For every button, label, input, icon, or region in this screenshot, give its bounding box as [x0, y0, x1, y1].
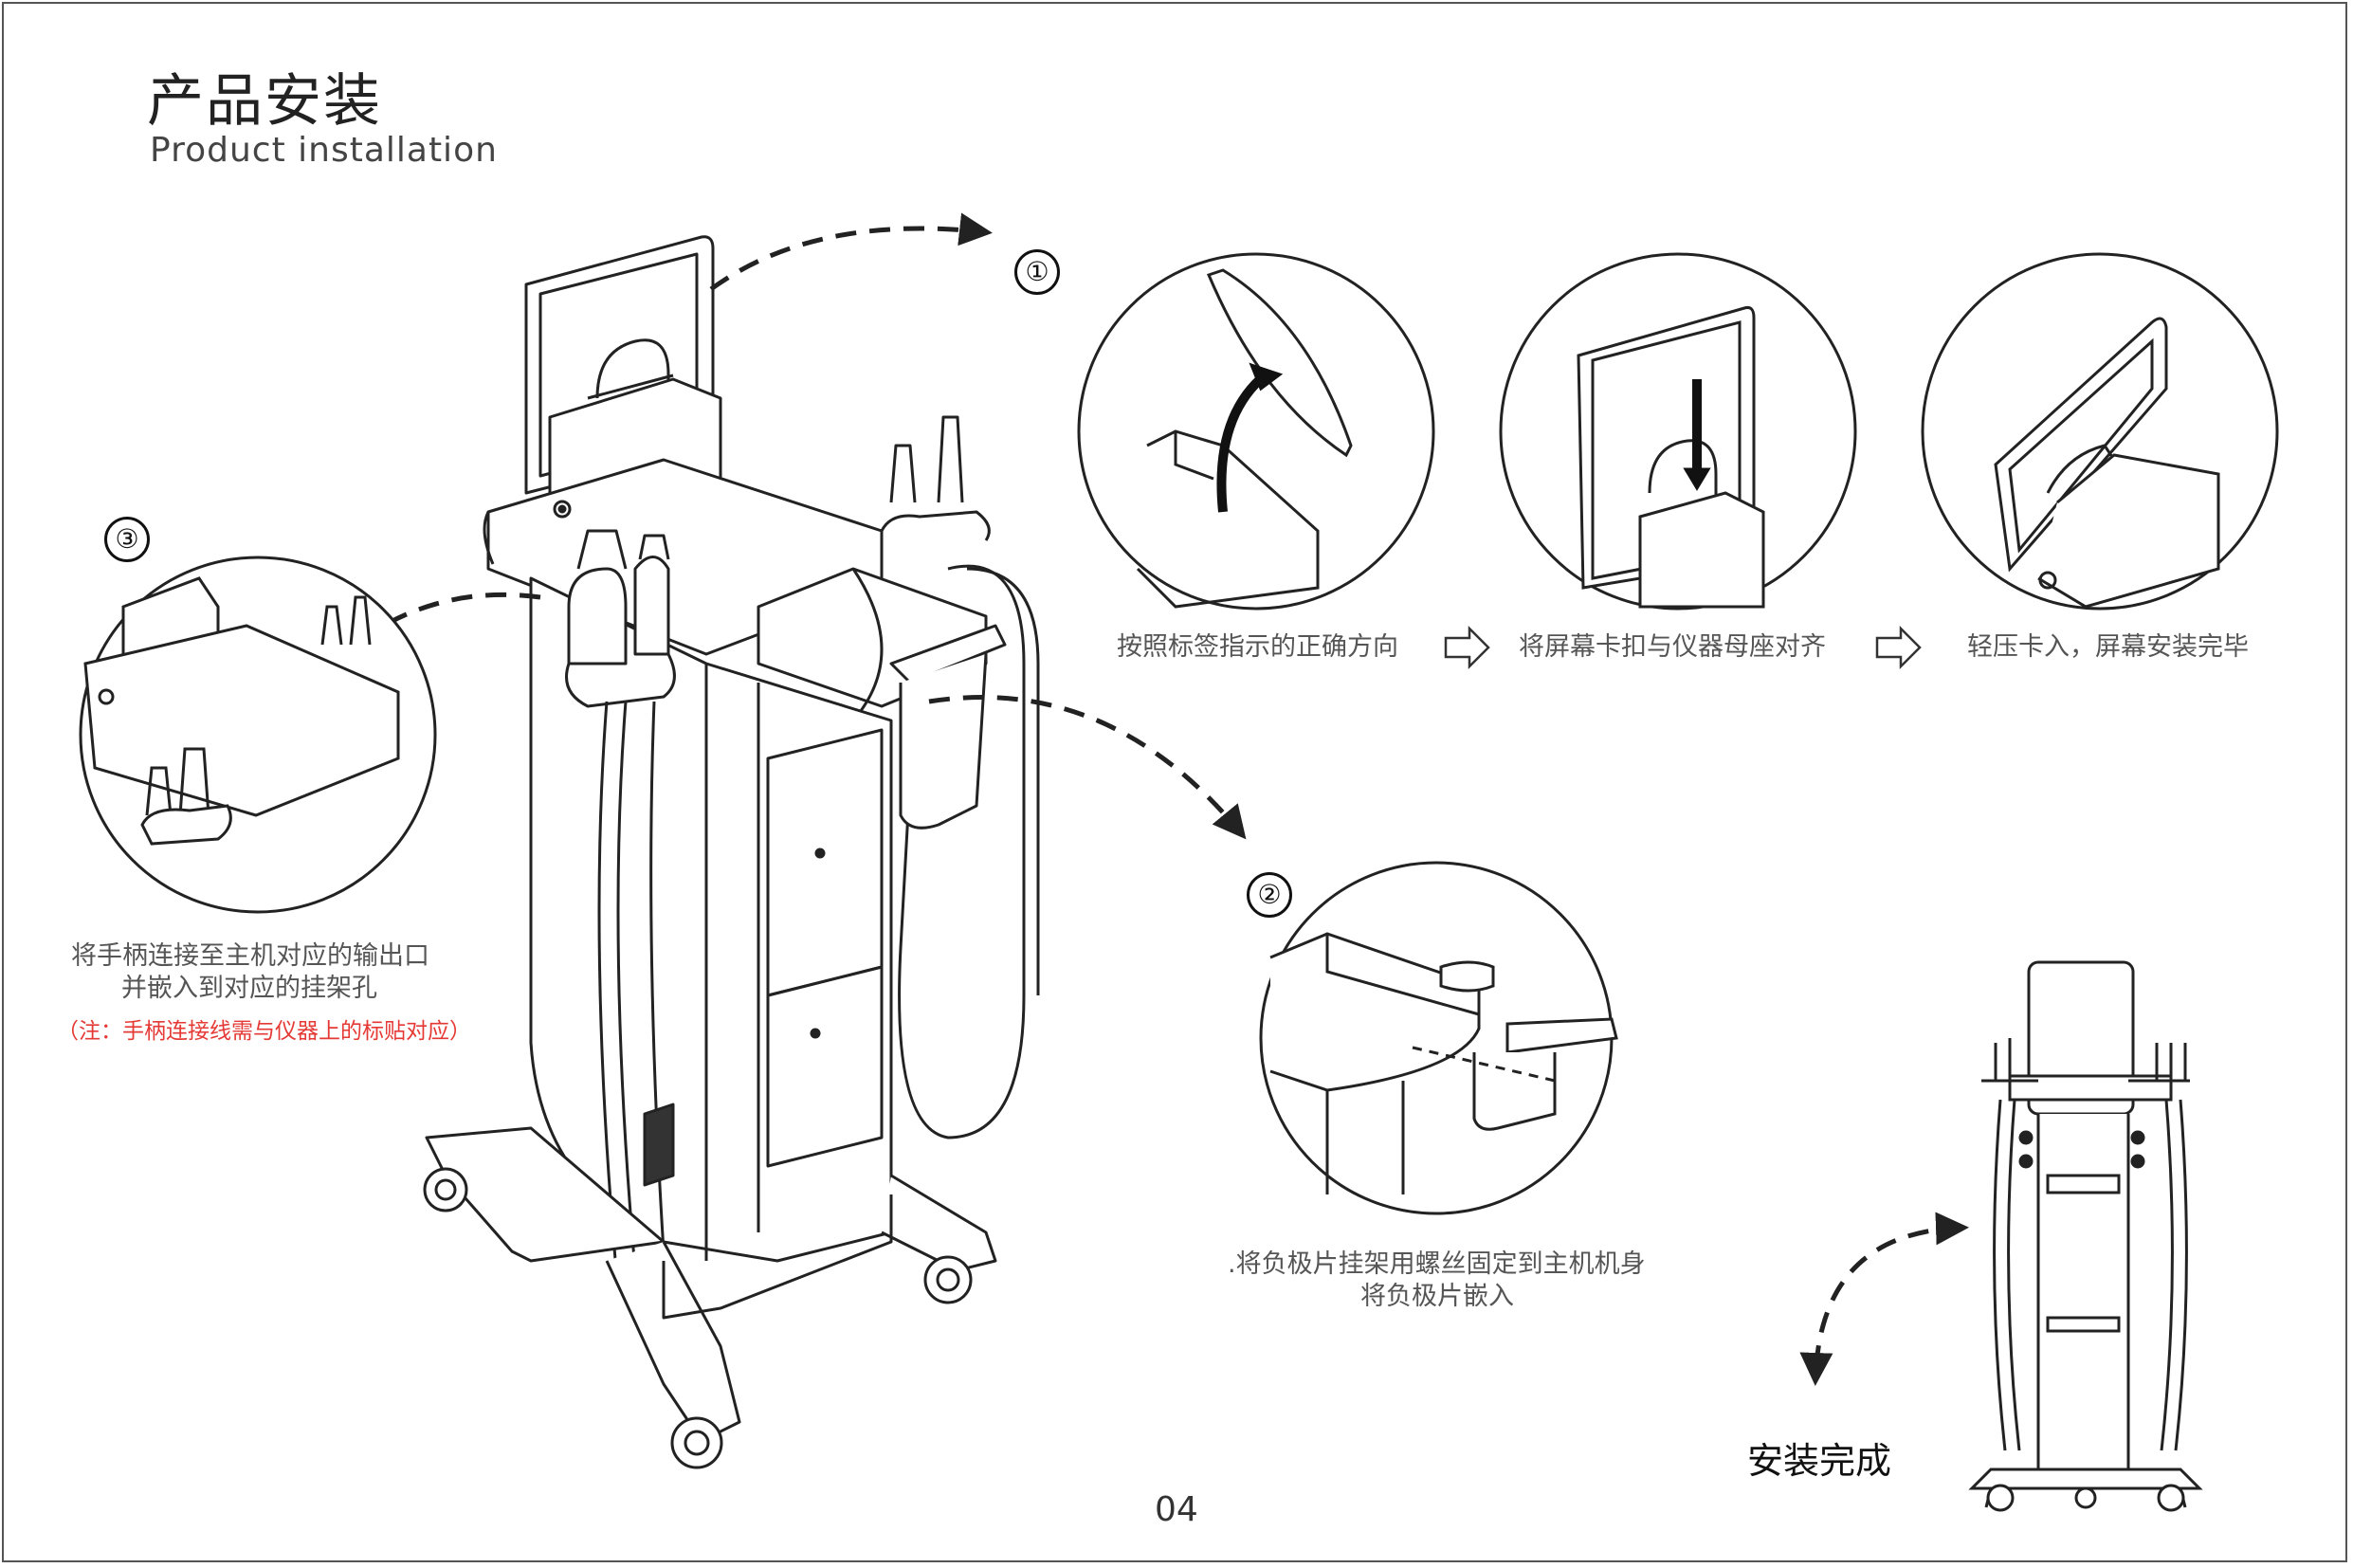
step3-caption-line1: 将手柄连接至主机对应的输出口 — [71, 941, 429, 971]
main-machine-illustration — [423, 235, 1040, 1469]
flow-arrow-2 — [1875, 625, 1922, 670]
step1-flow-arrows — [1444, 625, 1922, 670]
step3-detail-circle — [79, 556, 437, 914]
step3-caption-line2: 并嵌入到对应的挂架孔 — [121, 974, 377, 1003]
arrow-completion — [1799, 1212, 1969, 1386]
completion-label: 安装完成 — [1747, 1440, 1892, 1482]
step2-caption-line2: 将负极片嵌入 — [1360, 1282, 1514, 1311]
arrow-to-step1 — [709, 212, 993, 292]
page-title: 产品安装 — [147, 68, 382, 135]
arrow-to-step2 — [928, 695, 1247, 840]
step2-caption-line1: .将负极片挂架用螺丝固定到主机机身 — [1228, 1249, 1646, 1279]
page-number: 04 — [1155, 1490, 1198, 1529]
step1-number: ① — [1014, 249, 1060, 295]
step1-caption-1: 按照标签指示的正确方向 — [1117, 632, 1398, 662]
step1-caption-2: 将屏幕卡扣与仪器母座对齐 — [1519, 632, 1826, 662]
step3-note: （注：手柄连接线需与仪器上的标贴对应） — [57, 1019, 471, 1044]
step2-number: ② — [1247, 872, 1292, 918]
step1-caption-3: 轻压卡入，屏幕安装完毕 — [1967, 632, 2249, 662]
completed-machine-illustration — [1968, 960, 2203, 1512]
flow-arrow-1 — [1444, 625, 1490, 670]
step3-number: ③ — [104, 517, 150, 562]
step2-detail-circle — [1259, 861, 1618, 1215]
step1-detail-circles — [1077, 252, 2279, 611]
page-subtitle: Product installation — [150, 131, 498, 170]
